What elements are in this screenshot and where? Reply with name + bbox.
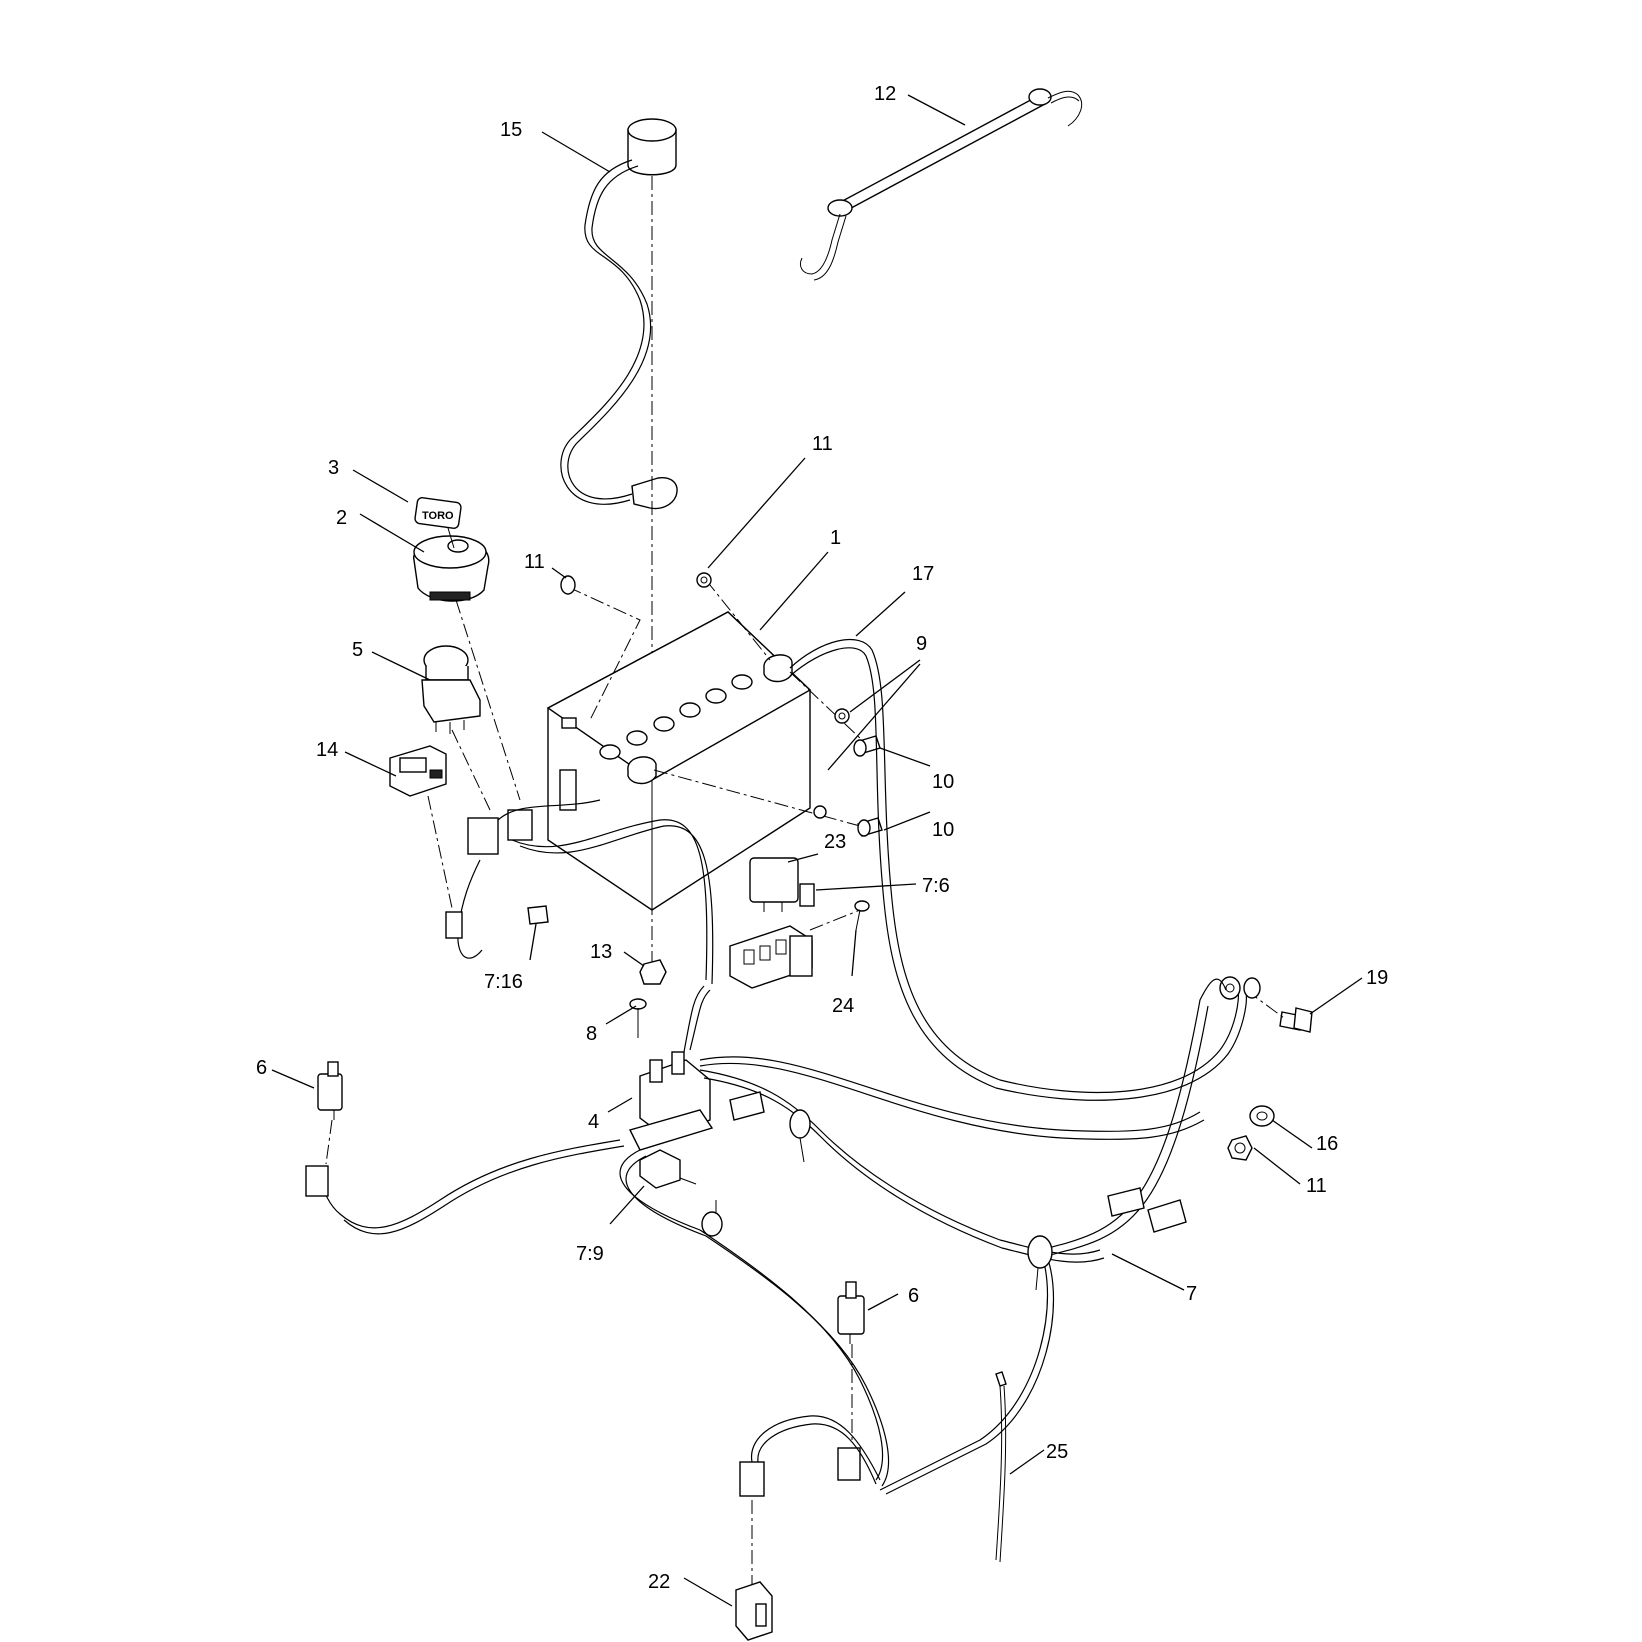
callout-6-center: 6 — [908, 1285, 919, 1307]
washer-11-top — [696, 572, 712, 588]
bolt-19 — [1279, 1007, 1313, 1033]
battery — [546, 611, 812, 911]
callout-8: 8 — [586, 1023, 597, 1045]
callout-11-right: 11 — [1306, 1175, 1327, 1197]
callout-9: 9 — [916, 633, 927, 655]
callout-4: 4 — [588, 1111, 599, 1133]
harness-connector-a — [729, 1091, 765, 1121]
screw-24 — [854, 900, 870, 931]
bracket-22 — [735, 1581, 773, 1641]
hour-meter-path — [427, 795, 453, 909]
ignition-path — [455, 599, 521, 801]
harness-clip-b — [1027, 1235, 1053, 1291]
battery-cable-17 — [789, 638, 1240, 1094]
fastener-path-lower — [653, 769, 861, 827]
callout-11-left: 11 — [524, 551, 545, 573]
fastener-path-top — [705, 579, 771, 661]
switch-6-left-path — [325, 1119, 333, 1165]
ring-terminals — [1219, 976, 1275, 1127]
nut-13 — [639, 959, 667, 985]
fastener-path-right — [789, 671, 863, 741]
callout-24: 24 — [832, 995, 854, 1017]
callout-6-left: 6 — [256, 1057, 267, 1079]
pto-path — [451, 729, 491, 811]
callout-1: 1 — [830, 527, 841, 549]
harness-clip-a — [789, 1109, 811, 1163]
hour-meter-plug — [445, 911, 463, 939]
callout-22: 22 — [648, 1571, 670, 1593]
switch-6-center-plug — [837, 1447, 861, 1481]
callout-13: 13 — [590, 941, 612, 963]
harness-connector-c — [1147, 1199, 1187, 1233]
callout-2: 2 — [336, 507, 347, 529]
callout-12: 12 — [874, 83, 896, 105]
harness-22-wire — [750, 1415, 881, 1481]
interlock-switch-center — [837, 1281, 865, 1344]
callout-7-6: 7:6 — [922, 875, 950, 897]
interlock-switch-left — [317, 1061, 343, 1120]
hour-meter — [389, 745, 447, 797]
callout-10-lower: 10 — [932, 819, 954, 841]
nut-11-right — [1227, 1135, 1253, 1161]
cable-tie — [995, 1371, 1007, 1563]
callout-labels: 12 15 3 2 5 14 11 11 1 17 9 10 10 23 7:6… — [256, 83, 1388, 1593]
callout-7-16: 7:16 — [484, 971, 523, 993]
callout-15: 15 — [500, 119, 522, 141]
bolt-10a — [853, 735, 881, 757]
harness-connectors-upper — [467, 769, 577, 855]
callout-7: 7 — [1186, 1283, 1197, 1305]
nut-11-left — [560, 575, 576, 595]
screw-24-path — [809, 909, 861, 931]
harness-connector-b — [1107, 1187, 1145, 1217]
pto-switch — [421, 645, 481, 734]
key: TORO — [414, 497, 462, 549]
harness-lower-mid — [619, 1149, 884, 1481]
callout-5: 5 — [352, 639, 363, 661]
fuse — [799, 883, 815, 907]
callout-17: 17 — [912, 563, 934, 585]
callout-25: 25 — [1046, 1441, 1068, 1463]
callout-3: 3 — [328, 457, 339, 479]
hold-down-rod — [799, 88, 1083, 281]
callout-10-upper: 10 — [932, 771, 954, 793]
key-logo: TORO — [422, 510, 454, 522]
fastener-path-left — [567, 586, 641, 721]
fuse-block — [729, 925, 813, 989]
connector-7-9 — [639, 1149, 697, 1189]
switch-6-left-plug — [305, 1165, 329, 1197]
callout-7-9: 7:9 — [576, 1243, 604, 1265]
relay — [749, 857, 799, 912]
callout-19: 19 — [1366, 967, 1388, 989]
starter-solenoid — [628, 1051, 714, 1151]
bolt-8 — [629, 998, 647, 1038]
callout-16: 16 — [1316, 1133, 1338, 1155]
ignition-switch — [413, 535, 490, 602]
callout-23: 23 — [824, 831, 846, 853]
washer-9b — [813, 805, 827, 819]
callout-11-top: 11 — [812, 433, 833, 455]
connector-7-16 — [527, 905, 549, 925]
washer-9a — [834, 708, 850, 724]
harness-plug-22 — [739, 1461, 765, 1497]
main-harness — [683, 978, 1227, 1495]
bolt-10b — [857, 817, 883, 837]
terminal-boot — [560, 118, 678, 510]
leader-lines — [271, 94, 1363, 1607]
callout-14: 14 — [316, 739, 338, 761]
harness-clip-c — [701, 1200, 723, 1237]
harness-lower-left — [321, 1139, 621, 1229]
